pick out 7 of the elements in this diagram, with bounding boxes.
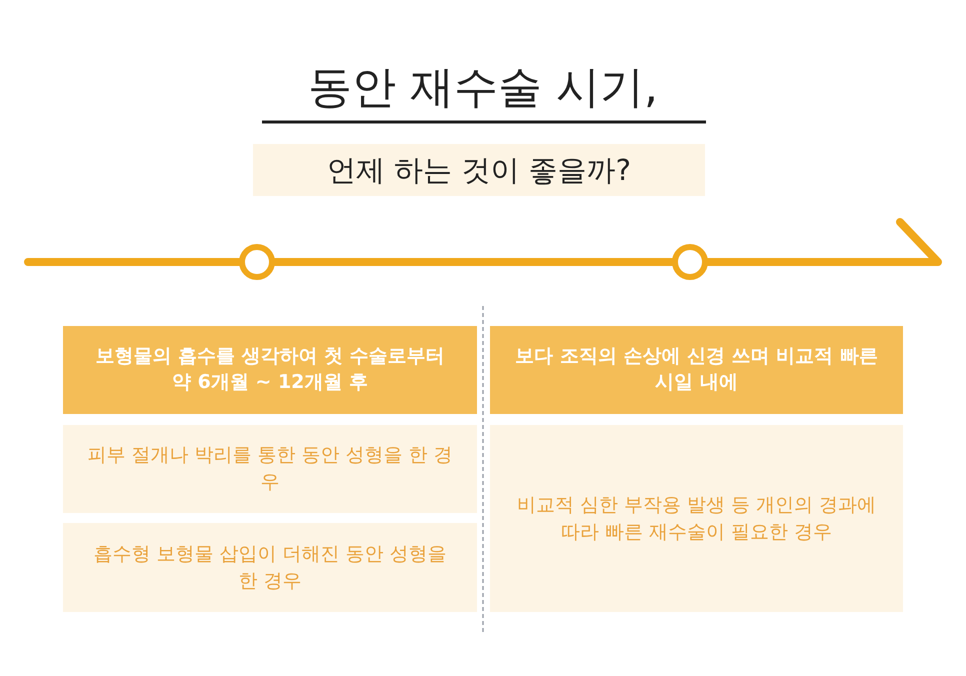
header-box: 보다 조직의 손상에 신경 쓰며 비교적 빠른 시일 내에 — [490, 326, 903, 414]
title: 동안 재수술 시기, — [307, 61, 659, 115]
header-box: 보형물의 흡수를 생각하여 첫 수술로부터 약 6개월 ~ 12개월 후 — [63, 326, 477, 414]
text-box: 비교적 심한 부작용 발생 등 개인의 경과에 따라 빠른 재수술이 필요한 경우 — [490, 425, 903, 612]
subtitle: 언제 하는 것이 좋을까? — [253, 144, 705, 196]
text-box: 흡수형 보형물 삽입이 더해진 동안 성형을 한 경우 — [63, 523, 477, 612]
text-box: 피부 절개나 박리를 통한 동안 성형을 한 경우 — [63, 425, 477, 513]
